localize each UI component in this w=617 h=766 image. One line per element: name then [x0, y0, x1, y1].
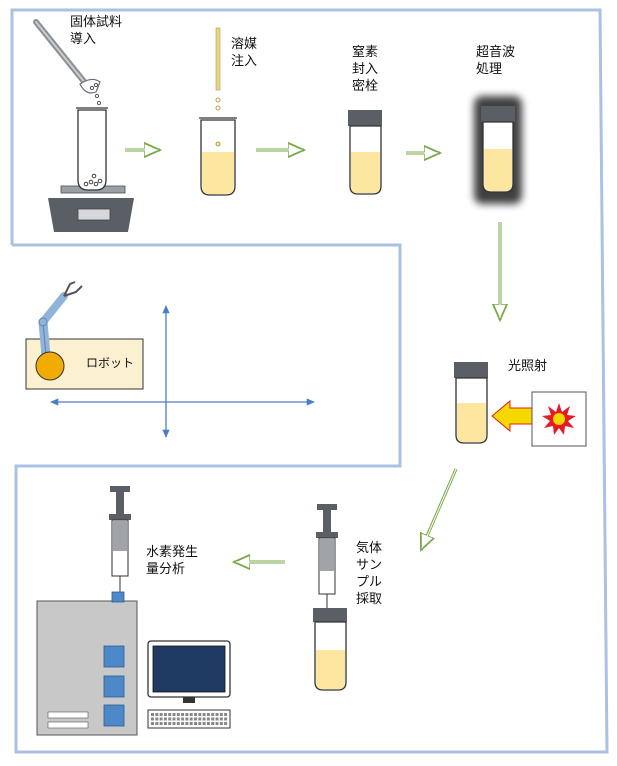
keyboard-key	[163, 717, 167, 721]
keyboard-key	[211, 722, 215, 725]
syringe-icon	[109, 486, 131, 592]
keyboard-key	[181, 722, 185, 725]
keyboard-key	[206, 722, 210, 725]
keyboard-key	[224, 717, 228, 721]
keyboard-key	[181, 713, 185, 716]
keyboard-key	[163, 713, 167, 716]
keyboard-key	[215, 713, 219, 716]
keyboard-key	[176, 713, 180, 716]
keyboard-key	[206, 713, 210, 716]
vial-icon	[76, 107, 108, 191]
keyboard-key	[219, 717, 223, 721]
keyboard-key	[194, 722, 197, 725]
light-arrow-icon	[491, 399, 533, 433]
step-solid-intro-label: 固体試料 導入	[70, 15, 123, 47]
keyboard-key	[198, 713, 202, 716]
spatula-icon	[33, 19, 102, 106]
keyboard-key	[206, 717, 210, 721]
keyboard-key	[202, 717, 206, 721]
keyboard-key	[202, 713, 206, 716]
keyboard-key	[185, 717, 189, 721]
keyboard-key	[189, 717, 193, 721]
light-source-icon	[531, 391, 587, 447]
keyboard-key	[219, 722, 223, 725]
keyboard-key	[168, 722, 172, 725]
keyboard-key	[176, 717, 180, 721]
keyboard-key	[155, 717, 159, 721]
keyboard-key	[151, 713, 154, 716]
keyboard-key	[211, 713, 215, 716]
keyboard-key	[185, 722, 189, 725]
keyboard-key	[224, 722, 228, 725]
keyboard-key	[185, 713, 189, 716]
keyboard-key	[159, 722, 163, 725]
keyboard-key	[211, 717, 215, 721]
keyboard-key	[172, 717, 176, 721]
keyboard-key	[159, 713, 163, 716]
robot-label: ロボット	[86, 356, 135, 370]
keyboard-key	[181, 717, 185, 721]
keyboard-key	[172, 713, 176, 716]
robot-arm-icon	[35, 281, 83, 381]
keyboard-key	[215, 717, 219, 721]
vial-icon	[313, 608, 347, 691]
step-gas-sampling-label: 気体 サン プル 採取	[356, 541, 383, 607]
keyboard-key	[202, 722, 206, 725]
vial-icon	[199, 117, 237, 196]
keyboard-key	[151, 722, 154, 725]
keyboard-key	[176, 722, 180, 725]
keyboard-key	[215, 722, 219, 725]
step-hydrogen-label: 水素発生 量分析	[146, 545, 199, 577]
step-nitrogen-label: 窒素 封入 密栓	[352, 45, 379, 94]
keyboard-key	[168, 717, 172, 721]
keyboard-key	[194, 717, 197, 721]
keyboard-key	[224, 713, 228, 716]
solvent-needle-icon	[215, 27, 221, 111]
keyboard-key	[189, 713, 193, 716]
keyboard-key	[168, 713, 172, 716]
keyboard-key	[194, 713, 197, 716]
step-light-label: 光照射	[508, 359, 548, 374]
keyboard-icon	[147, 709, 231, 729]
step-solvent-label: 溶媒 注入	[231, 37, 258, 69]
keyboard-key	[151, 717, 154, 721]
ultrasonic-vial-icon	[474, 96, 522, 204]
keyboard-key	[155, 722, 159, 725]
gas-analyzer-icon	[36, 591, 138, 736]
keyboard-key	[189, 722, 193, 725]
computer-monitor-icon	[147, 640, 231, 703]
vial-icon	[454, 362, 488, 444]
vial-icon	[348, 110, 382, 195]
keyboard-key	[219, 713, 223, 716]
keyboard-key	[198, 717, 202, 721]
keyboard-key	[163, 722, 167, 725]
balance-icon	[48, 185, 134, 232]
keyboard-key	[172, 722, 176, 725]
frame-outline	[10, 8, 609, 754]
step-ultrasonic-label: 超音波 処理	[476, 45, 516, 77]
keyboard-key	[198, 722, 202, 725]
syringe-icon	[316, 504, 338, 640]
keyboard-key	[159, 717, 163, 721]
keyboard-key	[155, 713, 159, 716]
